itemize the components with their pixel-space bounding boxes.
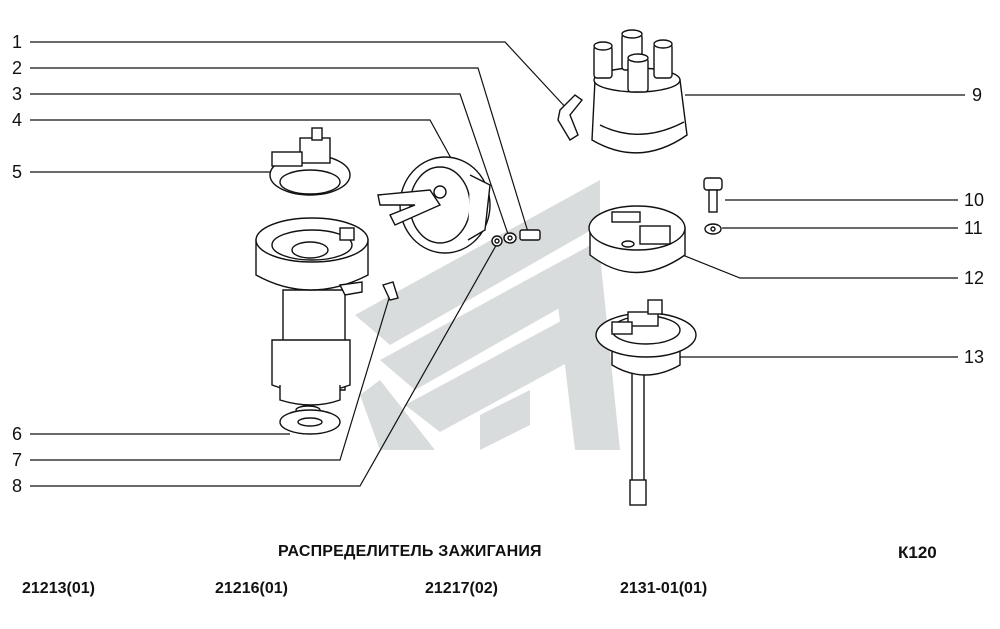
- callout-6: 6: [12, 424, 22, 444]
- callout-10: 10: [964, 190, 984, 210]
- rotor-drawing: [588, 205, 686, 274]
- callout-11: 11: [964, 218, 983, 238]
- model-number: 21213(01): [22, 580, 95, 597]
- breaker-plate-drawing: [269, 127, 351, 196]
- bracket-clip-drawing: [382, 281, 399, 301]
- distributor-cap-drawing: [591, 29, 688, 154]
- diagram-title: РАСПРЕДЕЛИТЕЛЬ ЗАЖИГАНИЯ: [278, 543, 542, 560]
- model-number: 21217(02): [425, 580, 498, 597]
- distributor-housing-drawing: [255, 217, 369, 415]
- clip-spring-drawing: [557, 94, 584, 141]
- thrust-washer-drawing: [279, 409, 341, 435]
- callout-1: 1: [12, 32, 22, 52]
- small-fasteners-drawing: [491, 229, 541, 247]
- callout-4: 4: [12, 110, 22, 130]
- callout-7: 7: [12, 450, 22, 470]
- callout-12: 12: [964, 268, 984, 288]
- callout-8: 8: [12, 476, 22, 496]
- catalog-code: К120: [898, 543, 937, 562]
- callout-5: 5: [12, 162, 22, 182]
- shaft-assembly-drawing: [595, 299, 697, 506]
- callout-9: 9: [972, 85, 982, 105]
- callout-2: 2: [12, 58, 22, 78]
- model-number: 2131-01(01): [620, 580, 708, 597]
- callout-13: 13: [964, 347, 984, 367]
- model-number: 21216(01): [215, 580, 288, 597]
- callout-labels: 1 2 3 4 5 6 7 8 9 10 11 12 13: [12, 32, 984, 496]
- callout-3: 3: [12, 84, 22, 104]
- leader-lines: [30, 41, 965, 487]
- vacuum-regulator-drawing: [377, 156, 491, 254]
- bolt-drawing: [703, 177, 723, 213]
- nut-drawing: [704, 223, 722, 235]
